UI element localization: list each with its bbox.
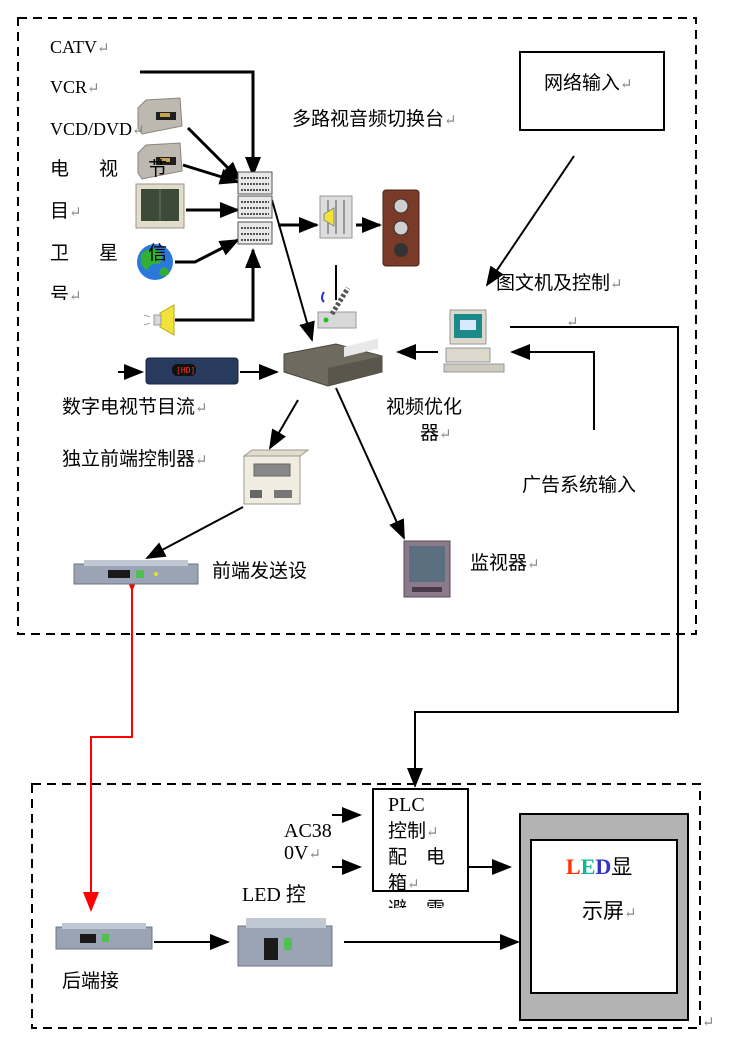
source-label-dvd: VCD/DVD↵ [50,119,145,139]
front-transmitter-label: 前端发送设 [212,560,308,582]
network-input-box [519,51,665,131]
catv-line [140,70,261,177]
plc-label-3: 配 电 [388,846,446,868]
return-mark-graphics: ↵ [566,313,579,331]
av-switcher-icon [237,171,273,245]
frontend-controller-icon [242,449,310,505]
switch-to-controller-line [268,399,299,450]
plc-label-1: PLC [388,794,425,816]
led-screen-inner [530,839,678,994]
controller-to-transmitter-line [145,506,244,559]
audio-source-icon [143,304,175,336]
network-input-label: 网络输入↵ [544,72,633,94]
ad-input-label: 广告系统输入 [522,474,637,496]
front-transmitter-icon [73,560,199,585]
video-optimizer-label-2: 器↵ [420,422,452,444]
source-label-catv: CATV↵ [50,37,110,57]
svg-text:[HD]: [HD] [176,366,195,375]
network-input-to-graphics-line [485,155,575,287]
video-optimizer-label-1: 视频优化 [386,396,463,418]
tv-device-icon [135,183,185,229]
speaker-icon [382,189,420,267]
network-switch-icon [283,338,383,387]
plc-label-5: 避 雷 [388,898,445,908]
audio-mixer-icon [319,195,353,239]
plc-box [372,788,469,892]
source-label-tv-1: 电 视 节 [50,158,180,180]
switch-to-monitor-line [335,387,405,540]
headend-region-border [17,17,697,635]
led-controller-label: LED 控 [242,884,306,906]
ac-label-1: AC38 [284,820,332,842]
ac-label-2: 0V↵ [284,842,322,864]
switcher-to-network-switch-line [271,199,315,342]
satellite-globe-icon [137,244,173,280]
display-region-border [31,783,701,1029]
plc-label-4: 箱↵ [388,872,420,894]
source-label-satellite-2: 号↵ [50,284,82,300]
graphics-label: 图文机及控制↵ [496,272,623,294]
vcr-line [186,126,242,182]
return-mark-end: ↵ [702,1013,715,1031]
dvd-device-icon [137,142,183,180]
monitor-icon [403,540,451,598]
monitor-label: 监视器↵ [470,552,540,574]
source-label-satellite-1: 卫 星 信 [50,242,180,264]
digital-tv-label: 数字电视节目流↵ [62,396,208,418]
graphics-to-plc-line [407,326,679,788]
led-screen-label-1: LED显 [566,854,633,879]
graphics-computer-icon [443,309,505,373]
satellite-line [175,238,240,264]
led-controller-icon [237,918,333,967]
back-receiver-icon [55,923,153,950]
source-label-vcr: VCR↵ [50,77,100,97]
dvd-line [182,163,240,185]
ad-input-to-graphics-line [510,344,595,430]
set-top-box-icon: [HD] [145,357,239,385]
plc-label-2: 控制↵ [388,820,439,842]
frontend-controller-label: 独立前端控制器↵ [62,448,208,470]
source-label-tv-2: 目↵ [50,200,82,222]
fiber-link-line [83,572,140,912]
audio-source-line [175,248,261,322]
led-screen-label-2: 示屏↵ [582,899,637,923]
back-receiver-label: 后端接 [62,970,120,992]
switcher-label: 多路视音频切换台↵ [292,108,457,130]
vcr-device-icon [137,97,183,135]
modem-icon [317,286,357,329]
